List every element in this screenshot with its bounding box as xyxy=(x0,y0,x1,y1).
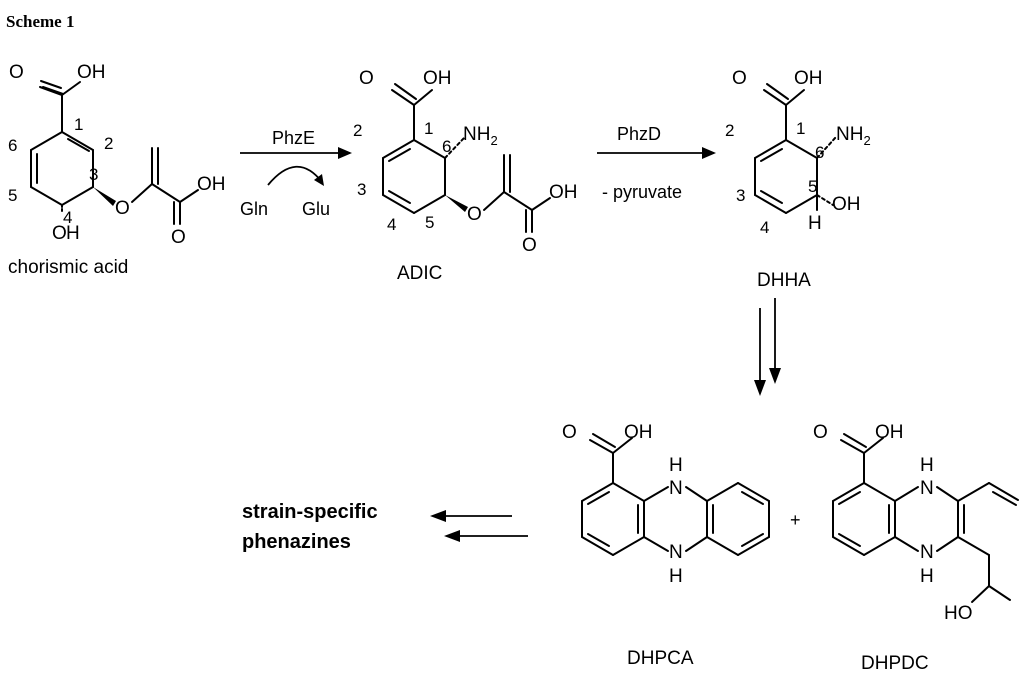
products-line2: phenazines xyxy=(242,531,351,553)
adic-num-2: 2 xyxy=(353,121,362,140)
chorismic-oh-c4-h: H xyxy=(66,223,80,244)
dhpca-structure: O OH H N N H DHPCA xyxy=(562,422,770,669)
products-line1: strain-specific xyxy=(242,501,378,523)
chorismic-acid-structure: O OH O OH O O H 1 2 3 4 5 6 chorismic ac… xyxy=(8,62,226,278)
adic-name: ADIC xyxy=(397,263,442,284)
step2-byproduct: - pyruvate xyxy=(602,182,682,202)
dhpca-h-bottom: H xyxy=(669,566,683,587)
step1-reactant: Gln xyxy=(240,199,268,219)
adic-num-4: 4 xyxy=(387,215,396,234)
adic-num-1: 1 xyxy=(424,119,433,138)
dhpdc-o: O xyxy=(813,422,828,443)
adic-structure: O OH NH2 O OH O 1 2 3 4 5 6 ADIC xyxy=(353,68,578,284)
dhpdc-name: DHPDC xyxy=(861,653,929,673)
step1-product: Glu xyxy=(302,199,330,219)
adic-o-top: O xyxy=(359,68,374,89)
dhpdc-h-top: H xyxy=(920,455,934,476)
dhpdc-structure: O OH H N N H HO DHPDC xyxy=(813,422,1019,673)
chorismic-num-6: 6 xyxy=(8,136,17,155)
dhpdc-ho: HO xyxy=(944,603,973,624)
dhha-num-6: 6 xyxy=(815,143,824,162)
adic-oh-top: OH xyxy=(423,68,452,89)
dhha-num-4: 4 xyxy=(760,218,769,237)
chorismic-num-3: 3 xyxy=(89,165,98,184)
dhha-oh: OH xyxy=(832,194,861,215)
step1-enzyme: PhzE xyxy=(272,128,315,148)
adic-num-3: 3 xyxy=(357,180,366,199)
chorismic-oh-right: OH xyxy=(197,174,226,195)
dhha-h: H xyxy=(808,213,822,234)
chorismic-num-1: 1 xyxy=(74,115,83,134)
chorismic-num-4: 4 xyxy=(63,208,72,227)
chorismic-num-5: 5 xyxy=(8,186,17,205)
dhpdc-n-bottom: N xyxy=(920,542,934,563)
step2-arrow: PhzD - pyruvate xyxy=(597,124,716,202)
chorismic-oh-top: OH xyxy=(77,62,106,83)
dhha-num-3: 3 xyxy=(736,186,745,205)
dhpca-oh: OH xyxy=(624,422,653,443)
dhha-num-2: 2 xyxy=(725,121,734,140)
adic-num-6: 6 xyxy=(442,137,451,156)
step2-enzyme: PhzD xyxy=(617,124,661,144)
step1-arrow: PhzE Gln Glu xyxy=(240,128,352,219)
chorismic-o-ether: O xyxy=(115,198,130,219)
dhha-num-1: 1 xyxy=(796,119,805,138)
adic-o-bottom: O xyxy=(522,235,537,256)
dhha-o-top: O xyxy=(732,68,747,89)
dhpca-h-top: H xyxy=(669,455,683,476)
adic-o-ether: O xyxy=(467,204,482,225)
dhpdc-n-top: N xyxy=(920,478,934,499)
dhpdc-oh: OH xyxy=(875,422,904,443)
dhha-name: DHHA xyxy=(757,270,811,291)
dhha-nh: NH2 xyxy=(836,124,871,148)
dhha-num-5: 5 xyxy=(808,177,817,196)
chorismic-o-bottom: O xyxy=(171,227,186,248)
multistep-arrow-down xyxy=(754,298,781,396)
scheme-title: Scheme 1 xyxy=(6,12,74,31)
dhpca-name: DHPCA xyxy=(627,648,694,669)
dhpca-n-bottom: N xyxy=(669,542,683,563)
adic-num-5: 5 xyxy=(425,213,434,232)
chorismic-num-2: 2 xyxy=(104,134,113,153)
adic-oh-right: OH xyxy=(549,182,578,203)
chorismic-acid-name: chorismic acid xyxy=(8,257,128,278)
multistep-arrow-left xyxy=(430,510,528,542)
dhpca-o: O xyxy=(562,422,577,443)
dhha-structure: O OH NH2 H OH 1 2 3 4 5 6 DHHA xyxy=(725,68,871,291)
chorismic-o-top: O xyxy=(9,62,24,83)
dhpca-n-top: N xyxy=(669,478,683,499)
plus-sign: + xyxy=(790,510,801,530)
dhha-oh-top: OH xyxy=(794,68,823,89)
adic-nh: NH2 xyxy=(463,124,498,148)
dhpdc-h-bottom: H xyxy=(920,566,934,587)
chorismic-oh-c4-o: O xyxy=(52,223,67,244)
